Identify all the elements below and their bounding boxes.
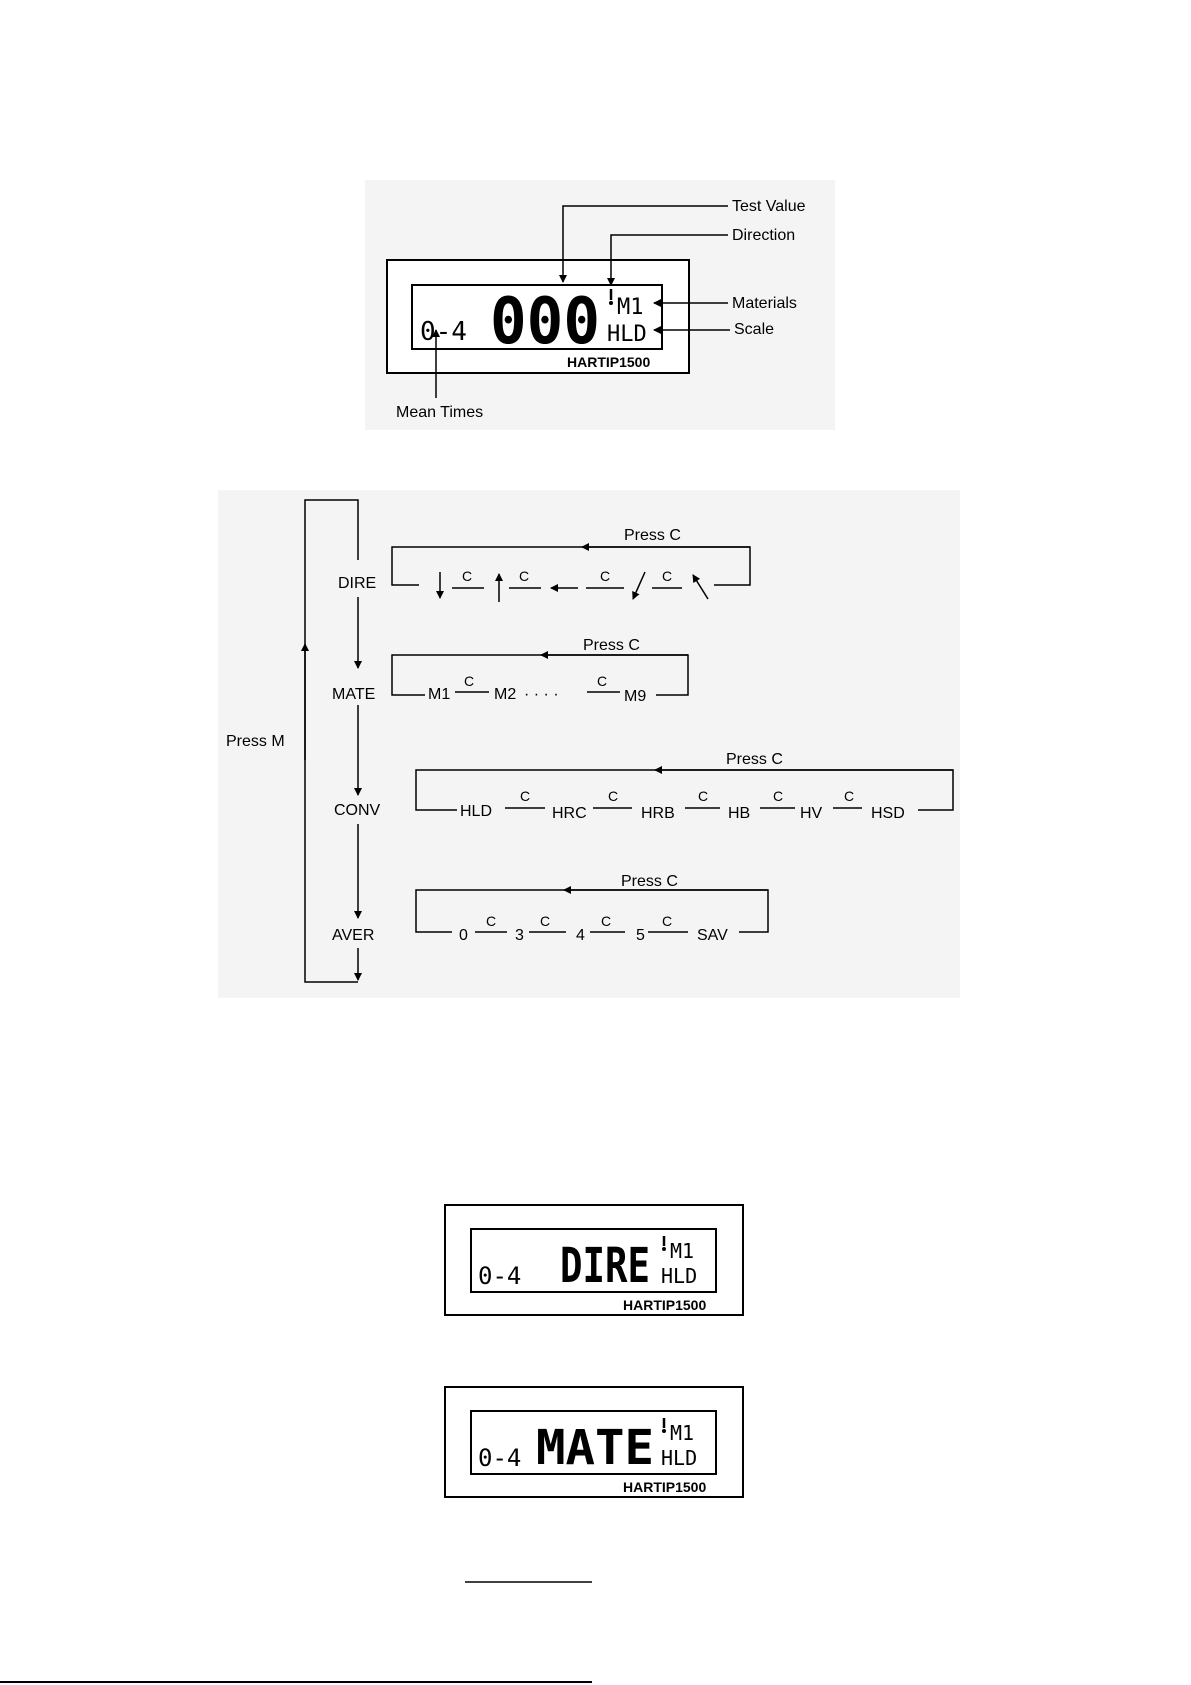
scale-hrb: HRB [641, 805, 675, 822]
c-key-label: C [519, 568, 529, 584]
mean-times-value: 0-4 [420, 317, 467, 347]
c-key-label: C [520, 788, 530, 804]
material-value: M1 [670, 1421, 694, 1445]
material-m9: M9 [624, 688, 646, 705]
aver-3: 3 [515, 927, 524, 944]
lcd-mate-figure: 0-4 MATE M1 HLD HARTIP1500 [445, 1387, 743, 1497]
test-value-readout: 000 [490, 285, 600, 359]
menu-aver-label: AVER [332, 927, 374, 944]
callout-test-value: Test Value [732, 198, 806, 215]
material-value: M1 [617, 295, 644, 320]
c-key-label: C [662, 568, 672, 584]
material-value: M1 [670, 1239, 694, 1263]
c-key-label: C [844, 788, 854, 804]
press-m-label: Press M [226, 733, 285, 750]
aver-5: 5 [636, 927, 645, 944]
lcd-display-figure: 0-4 000 M1 HLD HARTIP1500 Test Value Dir… [365, 180, 835, 430]
dire-press-c: Press C [624, 527, 681, 544]
aver-4: 4 [576, 927, 585, 944]
scale-value: HLD [661, 1446, 697, 1470]
callout-mean-times: Mean Times [396, 404, 483, 421]
c-key-label: C [464, 673, 474, 689]
menu-mate-label: MATE [332, 686, 375, 703]
menu-word-readout: DIRE [560, 1238, 650, 1294]
c-key-label: C [698, 788, 708, 804]
aver-press-c: Press C [621, 873, 678, 890]
c-key-label: C [600, 568, 610, 584]
c-key-label: C [601, 913, 611, 929]
mean-times-value: 0-4 [478, 1444, 521, 1472]
scale-value: HLD [607, 322, 647, 347]
brand-label: HARTIP1500 [567, 354, 650, 370]
mean-times-value: 0-4 [478, 1262, 521, 1290]
menu-word-readout: MATE [536, 1420, 654, 1476]
conv-press-c: Press C [726, 751, 783, 768]
callout-direction: Direction [732, 227, 795, 244]
c-key-label: C [662, 913, 672, 929]
material-m2: M2 [494, 686, 516, 703]
figure-background [218, 490, 960, 998]
material-ellipsis: · · · · [524, 686, 559, 703]
scale-hb: HB [728, 805, 750, 822]
scale-value: HLD [661, 1264, 697, 1288]
menu-conv-label: CONV [334, 802, 381, 819]
c-key-label: C [540, 913, 550, 929]
menu-dire-label: DIRE [338, 575, 376, 592]
callout-scale: Scale [734, 321, 774, 338]
c-key-label: C [486, 913, 496, 929]
callout-materials: Materials [732, 295, 797, 312]
menu-flow-diagram: Press M DIRE MATE CONV AVER Press C C C … [218, 490, 960, 998]
scale-hld: HLD [460, 803, 492, 820]
c-key-label: C [462, 568, 472, 584]
c-key-label: C [773, 788, 783, 804]
mate-press-c: Press C [583, 637, 640, 654]
c-key-label: C [608, 788, 618, 804]
aver-sav: SAV [697, 927, 728, 944]
scale-hv: HV [800, 805, 823, 822]
scale-hsd: HSD [871, 805, 905, 822]
brand-label: HARTIP1500 [623, 1479, 706, 1495]
brand-label: HARTIP1500 [623, 1297, 706, 1313]
material-m1: M1 [428, 686, 450, 703]
c-key-label: C [597, 673, 607, 689]
lcd-dire-figure: 0-4 DIRE M1 HLD HARTIP1500 [445, 1205, 743, 1315]
aver-0: 0 [459, 927, 468, 944]
scale-hrc: HRC [552, 805, 587, 822]
